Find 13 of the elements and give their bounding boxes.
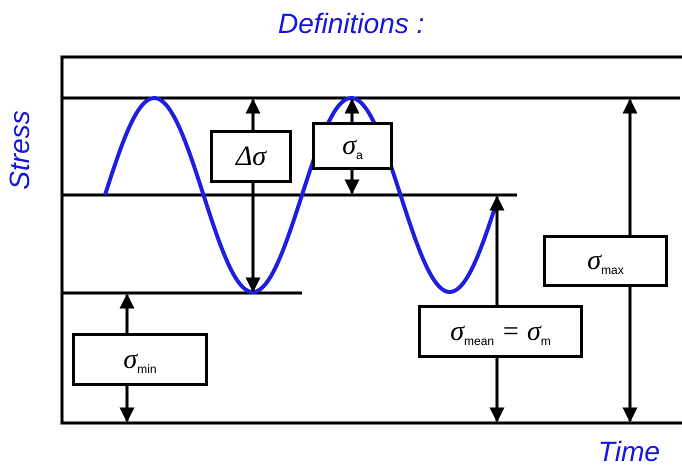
label-box [418, 305, 583, 358]
symbol-label: Δσ [236, 140, 266, 172]
axis-label: Time [598, 436, 660, 468]
symbol-label: σ$_{max}$ [587, 245, 624, 277]
label-box [72, 333, 208, 386]
symbol-label: σ$_{min}$ [123, 344, 157, 376]
label-box [312, 122, 393, 170]
label-box [210, 130, 292, 183]
symbol-label: σ$_{a}$ [342, 130, 363, 162]
diagram-title: Definitions : [278, 8, 424, 40]
axis-label: Stress [4, 109, 36, 192]
label-box [543, 235, 668, 287]
symbol-label: σ$_{mean}$ = σ$_{m}$ [450, 316, 551, 348]
